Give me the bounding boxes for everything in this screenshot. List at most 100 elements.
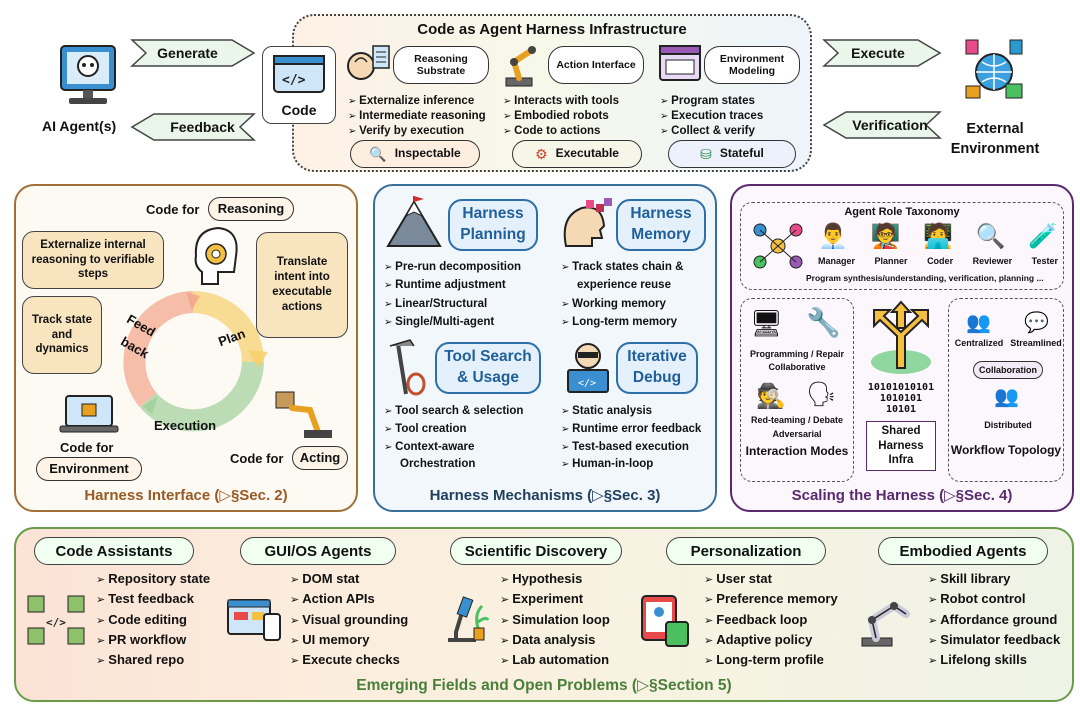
environment-modeling-list: Program states Execution traces Collect … bbox=[660, 94, 763, 140]
list-item: Repository state bbox=[96, 569, 210, 589]
code-for-acting-prefix: Code for bbox=[230, 451, 284, 466]
robot-arm-boxes-icon bbox=[275, 391, 332, 438]
embodied-agents-list: Skill library Robot control Affordance g… bbox=[928, 569, 1060, 670]
list-item: Experiment bbox=[500, 589, 610, 609]
svg-text:</>: </> bbox=[46, 616, 66, 629]
industrial-robot-arm-icon bbox=[861, 601, 910, 647]
workflow-topology-box bbox=[948, 298, 1064, 482]
binary-line: 10101010101 bbox=[867, 382, 935, 393]
scaling-footer: Scaling the Harness (▷§Sec. 4) bbox=[791, 487, 1013, 504]
list-item: Adaptive policy bbox=[704, 630, 838, 650]
list-item: Execute checks bbox=[290, 650, 408, 670]
laptop-icon bbox=[59, 395, 119, 433]
head-memory-icon bbox=[563, 198, 612, 247]
inspectable-badge: 🔍 Inspectable bbox=[350, 140, 480, 168]
field-title: Scientific Discovery bbox=[450, 537, 622, 565]
list-item: Long-term profile bbox=[704, 650, 838, 670]
debate-icon: 🗣 bbox=[806, 381, 837, 408]
role-label: Reviewer bbox=[972, 256, 1013, 266]
list-item: Simulation loop bbox=[500, 610, 610, 630]
gui-os-agents-list: DOM stat Action APIs Visual grounding UI… bbox=[290, 569, 408, 670]
code-for-reasoning-prefix: Code for bbox=[146, 202, 200, 217]
environment-modeling-pill: Environment Modeling bbox=[704, 46, 800, 84]
programming-desk-icon: 🖥 bbox=[750, 308, 784, 338]
binary-digits: 10101010101 1010101 10101 bbox=[866, 382, 936, 415]
field-title: Code Assistants bbox=[34, 537, 194, 565]
feedback-arrow bbox=[130, 113, 256, 141]
list-item: Skill library bbox=[928, 569, 1060, 589]
harness-interface-footer: Harness Interface (▷§Sec. 2) bbox=[84, 487, 288, 504]
acting-pill: Acting bbox=[292, 446, 348, 470]
ice-axe-rope-icon bbox=[389, 339, 426, 396]
harness-planning-title: Harness Planning bbox=[448, 199, 538, 251]
manager-icon: 👨‍💼 bbox=[818, 223, 848, 250]
iterative-debug-title: Iterative Debug bbox=[616, 342, 698, 394]
shared-harness-infra-box: Shared Harness Infra bbox=[866, 421, 936, 471]
topology-distributed: Distributed bbox=[984, 420, 1032, 430]
execute-arrow bbox=[822, 39, 942, 67]
browser-window-icon bbox=[659, 45, 701, 81]
generate-arrow bbox=[130, 39, 256, 67]
environment-pill: Environment bbox=[36, 457, 142, 481]
mountain-flag-icon bbox=[386, 196, 442, 247]
list-item: UI memory bbox=[290, 630, 408, 650]
infra-title: Code as Agent Harness Infrastructure bbox=[417, 21, 687, 38]
executable-label: Executable bbox=[555, 146, 619, 161]
emerging-fields-footer: Emerging Fields and Open Problems (▷§Sec… bbox=[356, 677, 732, 694]
field-title: Embodied Agents bbox=[878, 537, 1048, 565]
brain-document-icon bbox=[347, 45, 390, 80]
role-labels-row: Manager Planner Coder Reviewer Tester bbox=[818, 256, 1058, 266]
execution-label: Execution bbox=[154, 418, 217, 433]
list-item: Hypothesis bbox=[500, 569, 610, 589]
role-taxonomy-box bbox=[740, 202, 1064, 290]
list-item: Action APIs bbox=[290, 589, 408, 609]
list-item: Shared repo bbox=[96, 650, 210, 670]
debug-list: Static analysis Runtime error feedback T… bbox=[561, 403, 701, 474]
robot-icon bbox=[60, 45, 116, 104]
list-item: Working memory bbox=[561, 295, 683, 313]
svg-text:</>: </> bbox=[578, 378, 596, 389]
list-item: Static analysis bbox=[561, 403, 701, 421]
list-item: Tool creation bbox=[384, 421, 523, 439]
role-icons-row: 👨‍💼 🧑‍🏫 🧑‍💻 🔍 🧪 bbox=[818, 222, 1058, 256]
interaction-modes-title: Interaction Modes bbox=[745, 444, 849, 458]
list-item: experience reuse bbox=[577, 279, 671, 292]
list-item: Visual grounding bbox=[290, 610, 408, 630]
list-item: Interacts with tools bbox=[503, 94, 619, 109]
external-environment-label: External Environment bbox=[950, 121, 1040, 157]
list-item: Preference memory bbox=[704, 589, 837, 609]
tester-icon: 🧪 bbox=[1028, 223, 1058, 250]
list-item: User stat bbox=[704, 569, 838, 589]
hacker-icon: 🕵 bbox=[756, 383, 786, 410]
list-item: Intermediate reasoning bbox=[348, 109, 486, 124]
generate-label: Generate bbox=[157, 45, 218, 61]
list-item: Data analysis bbox=[500, 630, 610, 650]
list-item: Simulator feedback bbox=[928, 630, 1060, 650]
list-item: Externalize inference bbox=[348, 94, 486, 109]
list-item: Verify by execution bbox=[348, 124, 486, 139]
plan-execute-feedback-cycle bbox=[123, 291, 268, 432]
verification-label: Verification bbox=[852, 117, 928, 133]
externalize-bubble: Externalize internal reasoning to verifi… bbox=[22, 231, 164, 289]
topology-streamlined: Streamlined bbox=[1010, 338, 1062, 348]
role-label: Manager bbox=[818, 256, 856, 266]
list-item: Feedback loop bbox=[704, 610, 838, 630]
track-state-bubble: Track state and dynamics bbox=[22, 296, 102, 374]
mode-programming-repair: Programming / Repair bbox=[749, 349, 845, 359]
list-item: Program states bbox=[660, 94, 763, 109]
field-title: GUI/OS Agents bbox=[240, 537, 396, 565]
tools-list: Tool search & selection Tool creation Co… bbox=[384, 403, 523, 474]
svg-text:</>: </> bbox=[282, 73, 306, 88]
stateful-label: Stateful bbox=[719, 146, 764, 161]
harness-memory-title: Harness Memory bbox=[616, 199, 706, 251]
role-label: Coder bbox=[927, 256, 954, 266]
robot-arm-icon bbox=[505, 46, 536, 87]
planner-icon: 🧑‍🏫 bbox=[870, 223, 901, 250]
agent-network-icon bbox=[753, 223, 803, 269]
personalization-list: User stat Preference memory Feedback loo… bbox=[704, 569, 838, 670]
list-item: Track states chain & bbox=[561, 258, 683, 276]
role-taxonomy-title: Agent Role Taxonomy bbox=[844, 206, 960, 218]
signpost-arrows-icon bbox=[871, 300, 931, 374]
stateful-badge: ⛁ Stateful bbox=[668, 140, 796, 168]
list-item: Test feedback bbox=[96, 589, 210, 609]
